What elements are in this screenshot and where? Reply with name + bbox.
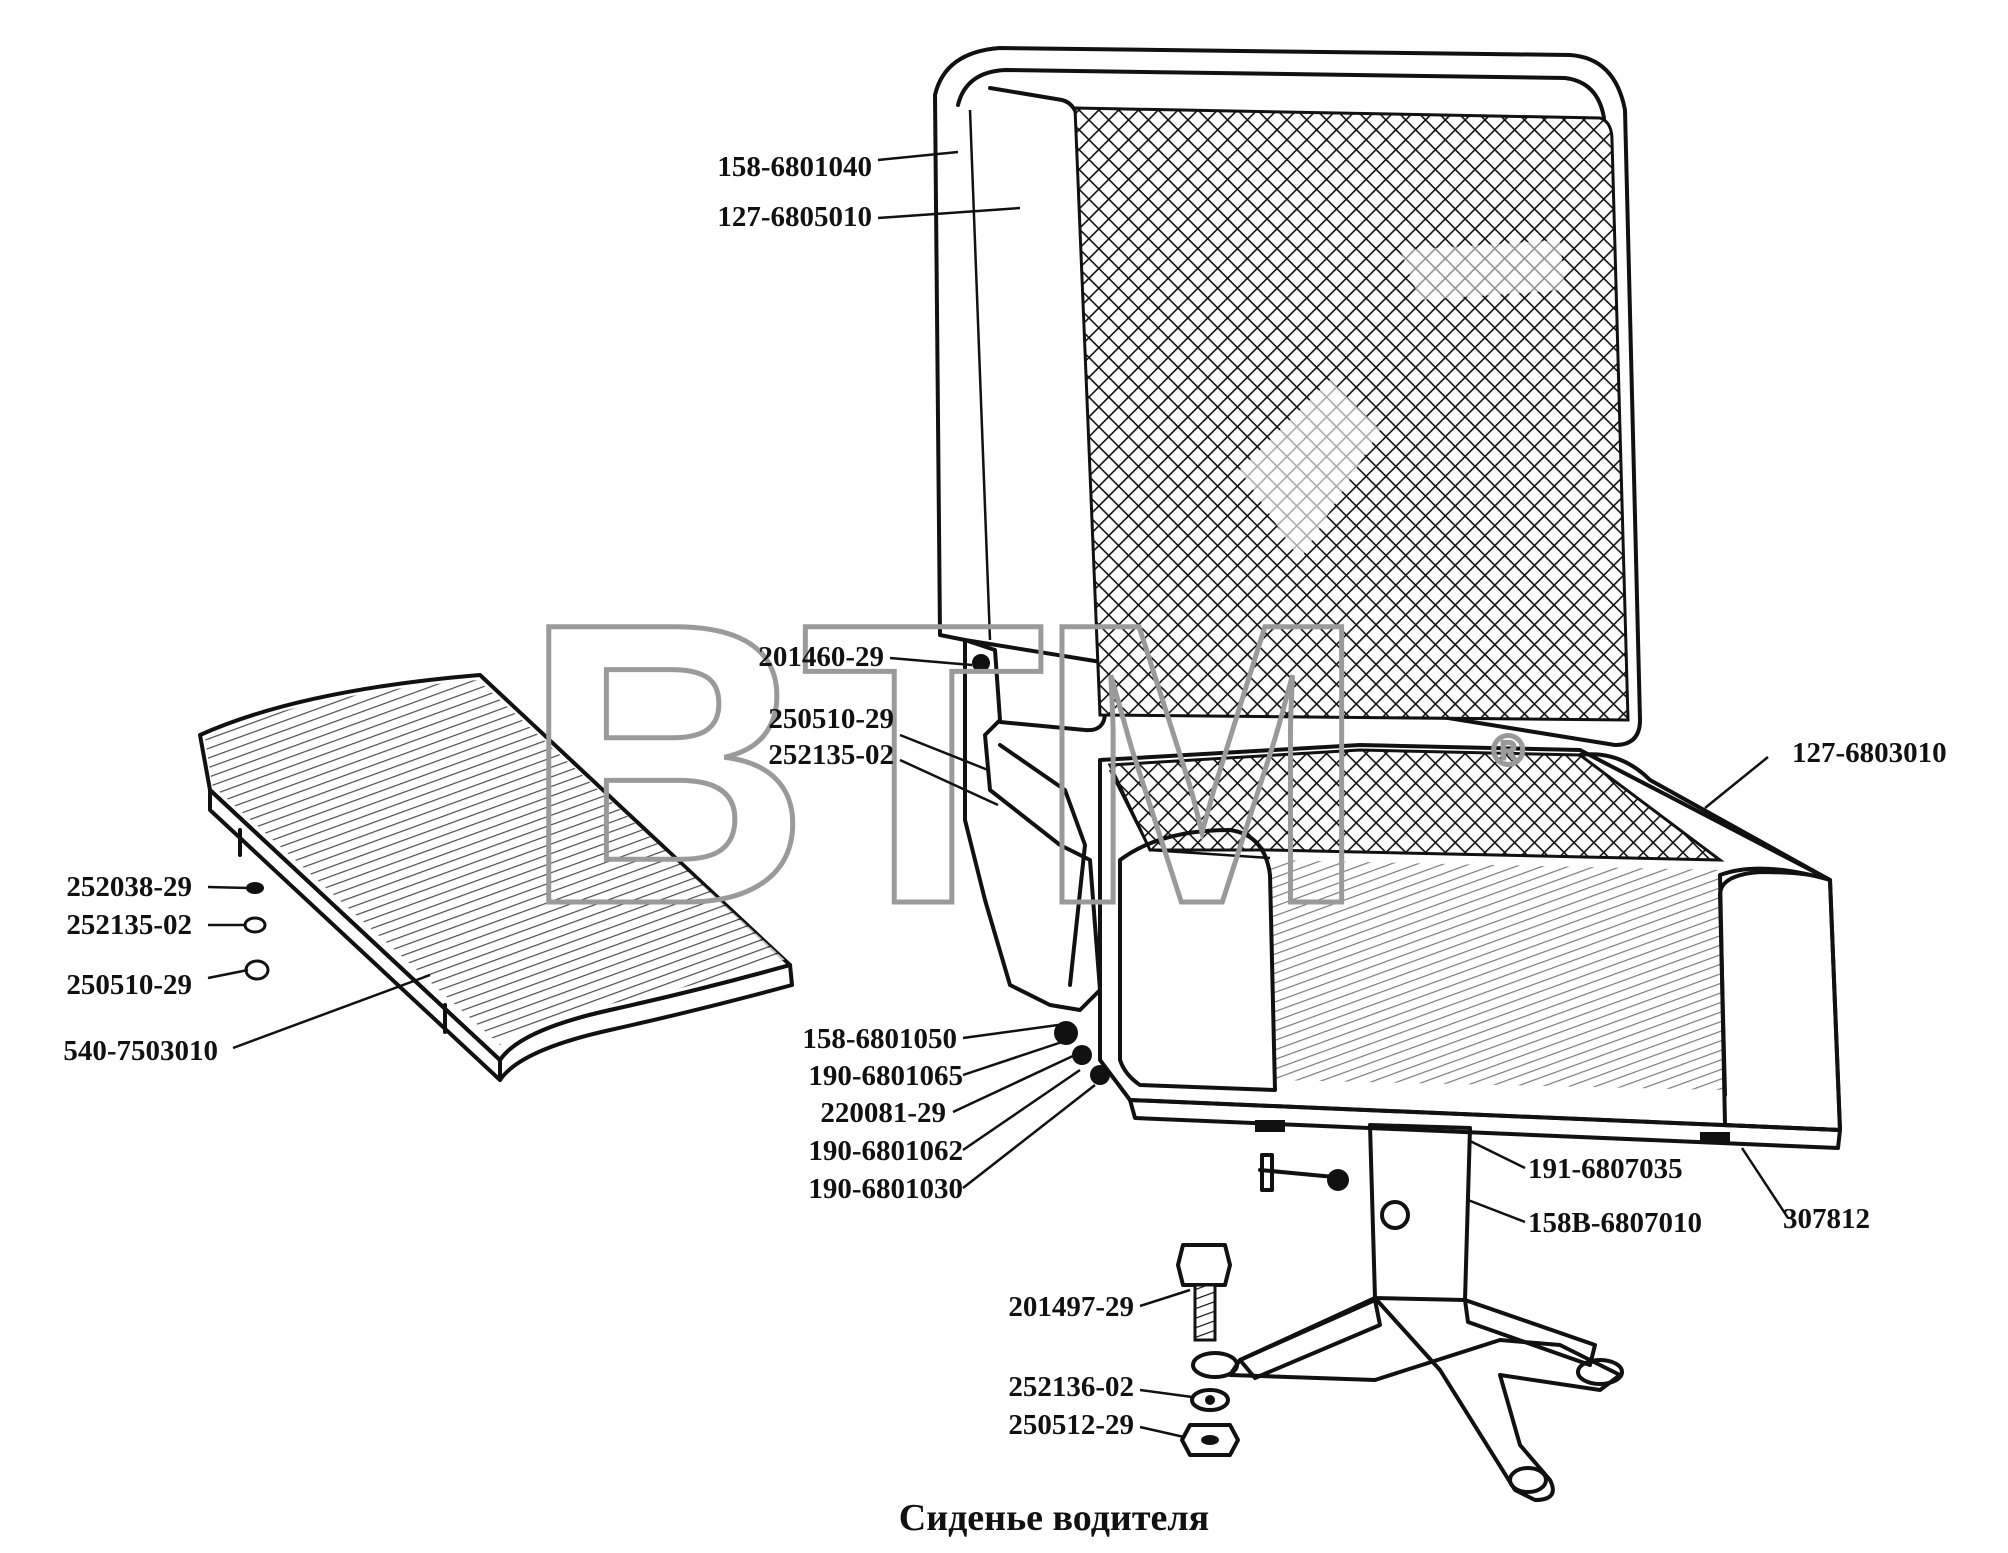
- mount-hardware: [1176, 1243, 1240, 1457]
- part-labels: 158-6801040 127-6805010 201460-29 250510…: [63, 151, 1946, 1441]
- label-lever: 190-6801030: [808, 1173, 963, 1205]
- label-seat-cushion: 127-6803010: [1792, 737, 1947, 769]
- figure-caption: Сиденье водителя: [899, 1497, 1209, 1539]
- label-bushing-1: 190-6801065: [808, 1060, 963, 1092]
- label-pedestal: 158В-6807010: [1528, 1207, 1702, 1239]
- hinge-bracket: [963, 638, 1110, 1085]
- label-bearing: 307812: [1783, 1203, 1870, 1235]
- label-hinge-bolt: 201460-29: [758, 641, 884, 673]
- label-spring: 158-6801050: [802, 1023, 957, 1055]
- label-pin: 220081-29: [820, 1097, 946, 1129]
- label-hinge-washer: 252135-02: [768, 739, 894, 771]
- label-pad-cushion: 540-7503010: [63, 1035, 218, 1067]
- label-mount-bolt: 201497-29: [1008, 1291, 1134, 1323]
- pedestal: [1191, 1123, 1624, 1502]
- backrest: [933, 46, 1642, 747]
- watermark-logo: BTM ®: [520, 538, 1526, 990]
- svg-text:®: ®: [1492, 726, 1524, 775]
- label-pad-nut-b: 250510-29: [66, 969, 192, 1001]
- label-backrest-frame: 158-6801040: [717, 151, 872, 183]
- label-slide: 191-6807035: [1528, 1153, 1683, 1185]
- armrest-pad: [198, 673, 794, 1082]
- label-mount-washer: 252136-02: [1008, 1371, 1134, 1403]
- label-pad-nut-a: 252038-29: [66, 871, 192, 903]
- label-pad-washer: 252135-02: [66, 909, 192, 941]
- label-backrest-trim: 127-6805010: [717, 201, 872, 233]
- svg-text:BTM: BTM: [522, 540, 1358, 987]
- label-hinge-nut: 250510-29: [768, 703, 894, 735]
- label-mount-nut: 250512-29: [1008, 1409, 1134, 1441]
- seat-cushion: [1098, 743, 1842, 1150]
- label-bushing-2: 190-6801062: [808, 1135, 963, 1167]
- leader-lines: [207, 150, 1790, 1439]
